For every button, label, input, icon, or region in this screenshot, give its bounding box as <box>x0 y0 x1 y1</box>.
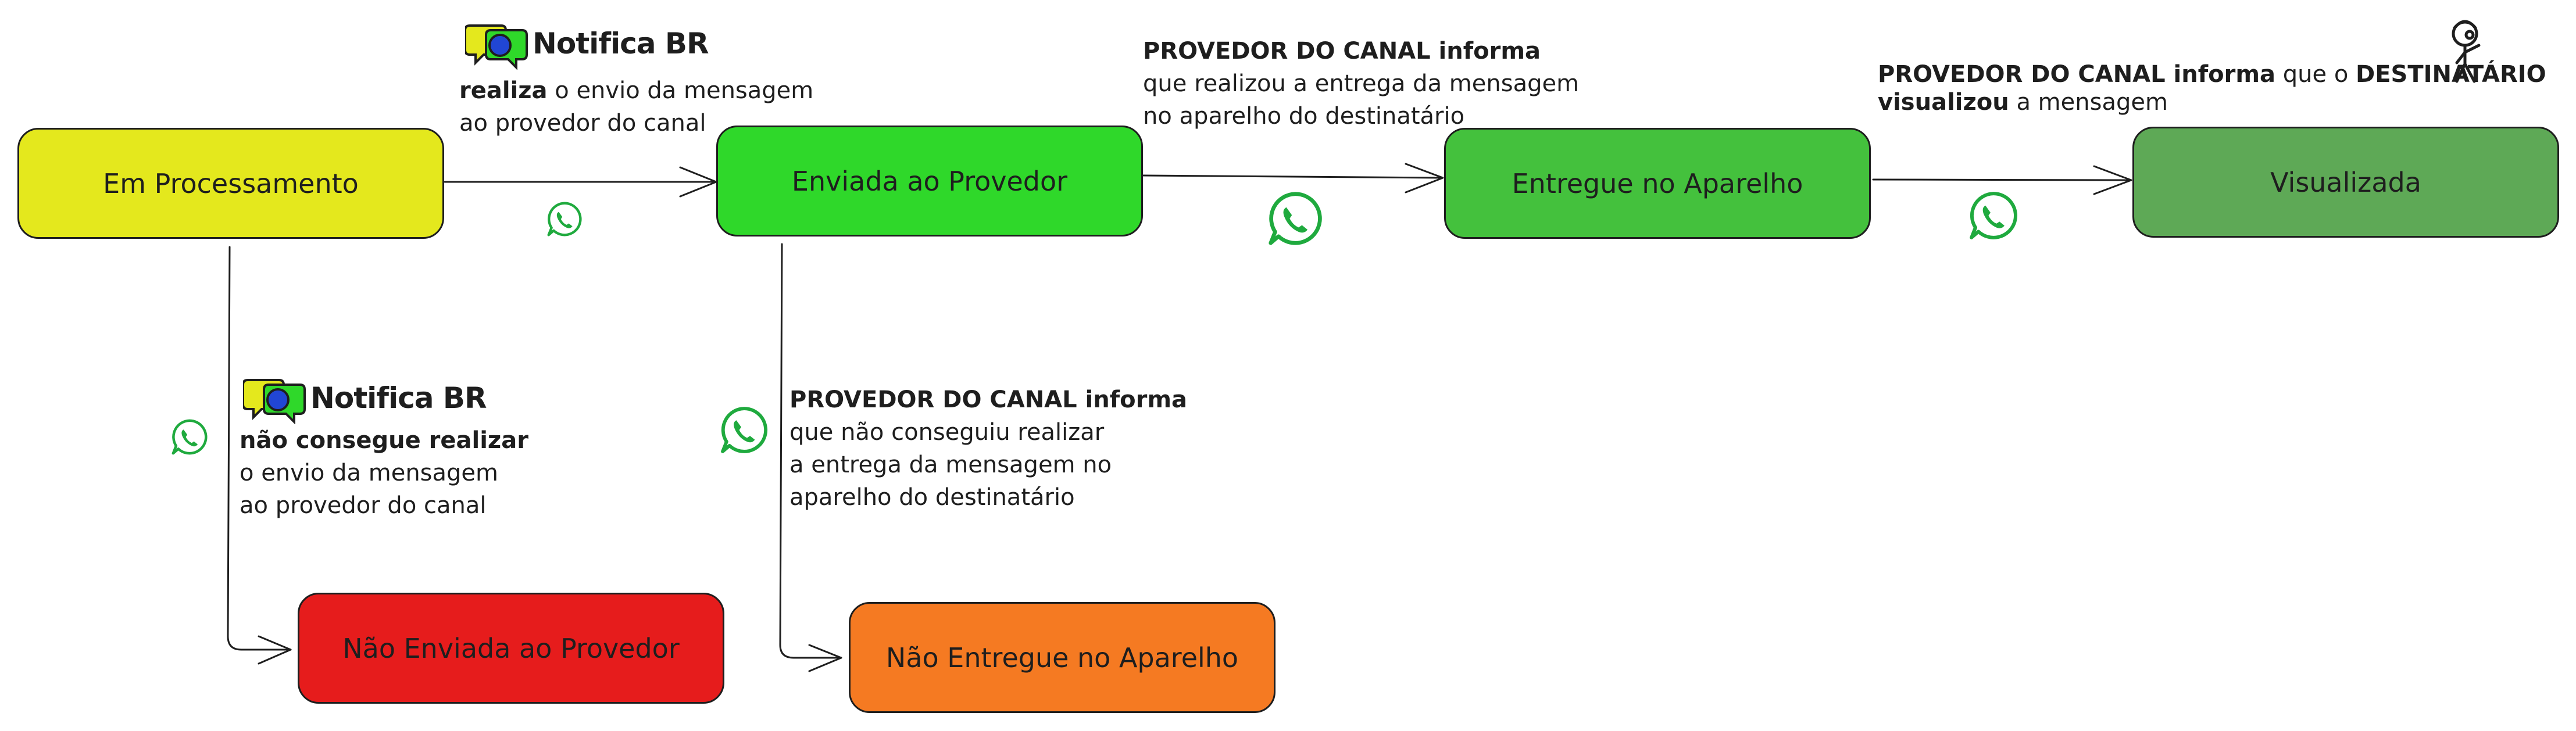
brand-notifica-br-bottom: Notifica BR <box>243 372 487 424</box>
whatsapp-icon <box>546 201 583 237</box>
brand-name: Notifica BR <box>533 27 709 60</box>
annotation-text: a entrega da mensagem no <box>789 451 1112 478</box>
node-enviada-provedor[interactable]: Enviada ao Provedor <box>716 126 1143 236</box>
node-visualizada[interactable]: Visualizada <box>2132 127 2559 238</box>
annotation-bold: realiza <box>459 77 548 104</box>
node-nao-enviada[interactable]: Não Enviada ao Provedor <box>298 593 724 704</box>
annotation-falha-entrega: PROVEDOR DO CANAL informa que não conseg… <box>789 384 1187 514</box>
arrow-falha-envio <box>227 246 292 651</box>
brand-name: Notifica BR <box>310 381 487 415</box>
annotation-bold: PROVEDOR DO CANAL informa <box>1143 38 1541 64</box>
node-label: Em Processamento <box>103 167 359 199</box>
node-nao-entregue[interactable]: Não Entregue no Aparelho <box>849 602 1276 713</box>
annotation-text: o envio da mensagem <box>547 77 814 104</box>
annotation-text: que o <box>2275 61 2356 88</box>
annotation-text: no aparelho do destinatário <box>1143 103 1465 130</box>
arrow-falha-entrega <box>779 243 842 659</box>
whatsapp-icon <box>1968 191 2018 241</box>
annotation-envio: realiza o envio da mensagem ao provedor … <box>459 74 813 139</box>
annotation-bold: visualizou <box>1878 89 2009 116</box>
whatsapp-icon <box>720 406 769 454</box>
annotation-text: que não conseguiu realizar <box>789 419 1105 446</box>
annotation-text: o envio da mensagem <box>240 460 498 486</box>
notifica-br-logo-icon <box>465 24 528 70</box>
annotation-visualizacao: PROVEDOR DO CANAL informa que o DESTINAT… <box>1878 60 2546 116</box>
annotation-text: que realizou a entrega da mensagem <box>1143 70 1580 97</box>
node-label: Entregue no Aparelho <box>1512 167 1803 199</box>
annotation-entrega: PROVEDOR DO CANAL informa que realizou a… <box>1143 35 1579 132</box>
annotation-bold: DESTINATÁRIO <box>2356 61 2546 88</box>
whatsapp-icon <box>171 418 208 456</box>
annotation-falha-envio: não consegue realizar o envio da mensage… <box>240 424 528 522</box>
annotation-text: aparelho do destinatário <box>789 484 1075 511</box>
node-label: Não Enviada ao Provedor <box>342 632 680 664</box>
notifica-br-logo-icon <box>243 379 306 424</box>
annotation-bold: PROVEDOR DO CANAL informa <box>1878 61 2276 88</box>
annotation-bold: não consegue realizar <box>240 427 528 454</box>
node-label: Visualizada <box>2270 166 2421 198</box>
whatsapp-icon <box>1267 191 1323 246</box>
node-em-processamento[interactable]: Em Processamento <box>17 128 444 239</box>
node-entregue-aparelho[interactable]: Entregue no Aparelho <box>1444 128 1871 239</box>
node-label: Não Entregue no Aparelho <box>885 642 1239 673</box>
annotation-text: ao provedor do canal <box>240 492 487 519</box>
stick-figure-icon <box>2452 20 2481 83</box>
annotation-bold: PROVEDOR DO CANAL informa <box>789 386 1188 413</box>
brand-notifica-br-top: Notifica BR <box>465 17 709 70</box>
arrow-entrega <box>1142 174 1443 179</box>
node-label: Enviada ao Provedor <box>791 165 1068 197</box>
annotation-text: a mensagem <box>2009 89 2168 116</box>
annotation-text: ao provedor do canal <box>459 110 706 137</box>
